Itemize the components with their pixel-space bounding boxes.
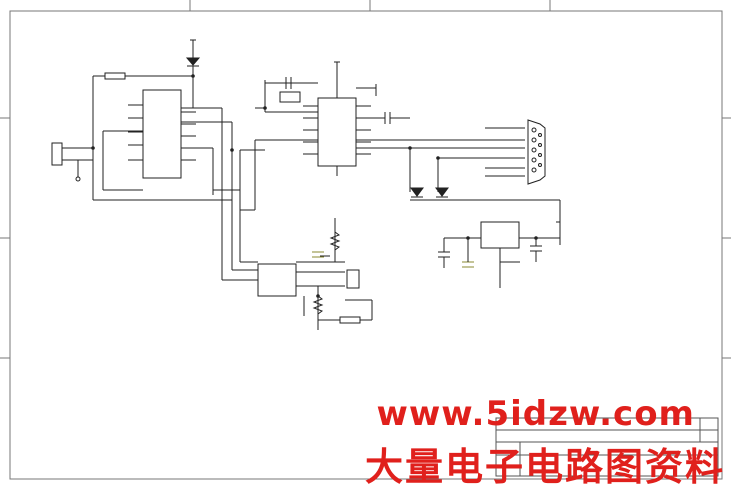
watermark-url: www.5idzw.com: [376, 394, 695, 434]
junctions: [91, 74, 538, 298]
ic-u2: [317, 97, 357, 167]
resistor-r2: [329, 231, 341, 251]
db9-connector: [527, 119, 546, 185]
capacitor-c4: [438, 251, 450, 258]
output-connector: [346, 269, 360, 289]
capacitor-c7: [312, 251, 324, 258]
capacitor-c5: [462, 261, 474, 268]
capacitor-c1: [285, 77, 292, 89]
drawing-frame: [0, 0, 731, 480]
diode-d1: [185, 57, 201, 67]
title-block: [495, 417, 719, 477]
ic-u3: [257, 263, 297, 297]
resistor-r4: [339, 316, 361, 324]
capacitor-c6: [530, 245, 542, 252]
power-connector: [51, 142, 63, 166]
ic-u1: [142, 89, 182, 179]
capacitor-c2: [279, 91, 301, 103]
diode-d2: [410, 187, 424, 198]
capacitor-c3: [384, 112, 391, 124]
watermark-caption: 大量电子电路图资料: [364, 445, 725, 489]
voltage-regulator: [480, 221, 520, 249]
resistor-r1: [104, 72, 126, 80]
resistor-r3: [312, 295, 324, 315]
diode-d3: [435, 187, 449, 198]
